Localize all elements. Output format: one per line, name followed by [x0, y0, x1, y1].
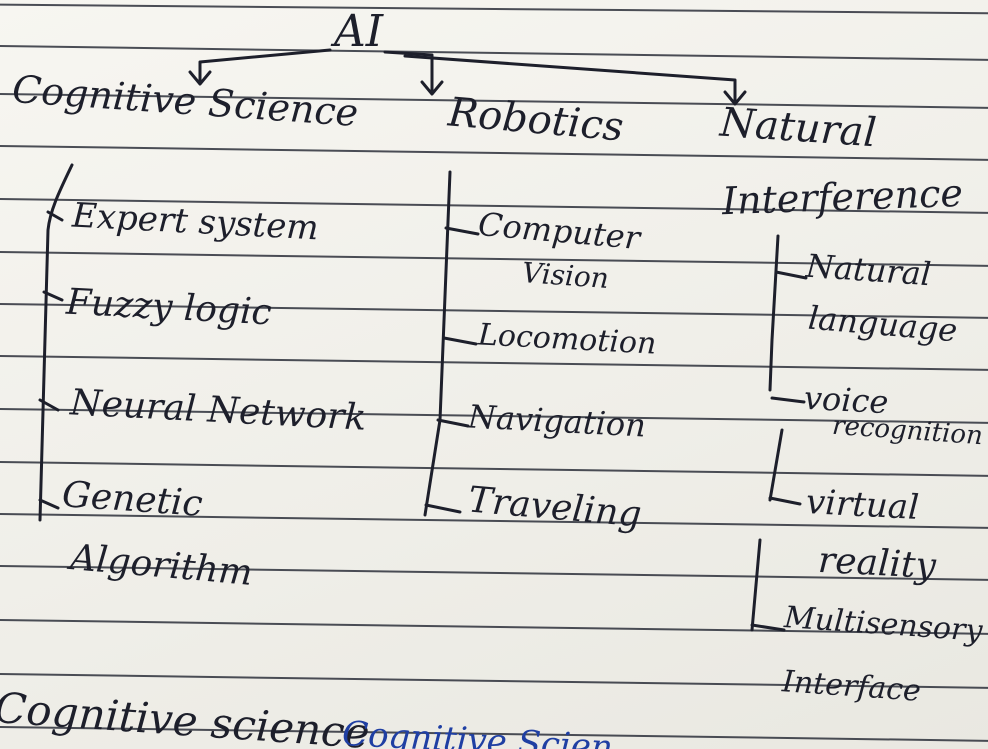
leaf-genetic: Genetic: [60, 474, 204, 525]
root-node-label: AI: [334, 6, 384, 57]
branch-title-natural: Natural: [718, 99, 878, 157]
leaf-vision: Vision: [520, 256, 610, 295]
leaf-virtual: virtual: [805, 482, 921, 528]
leaf-reality: reality: [817, 539, 937, 588]
branch-title-interference: Interference: [721, 170, 964, 224]
leaf-navigation: Navigation: [467, 397, 647, 445]
leaf-natural: Natural: [804, 246, 933, 294]
leaf-locomotion: Locomotion: [477, 317, 658, 362]
